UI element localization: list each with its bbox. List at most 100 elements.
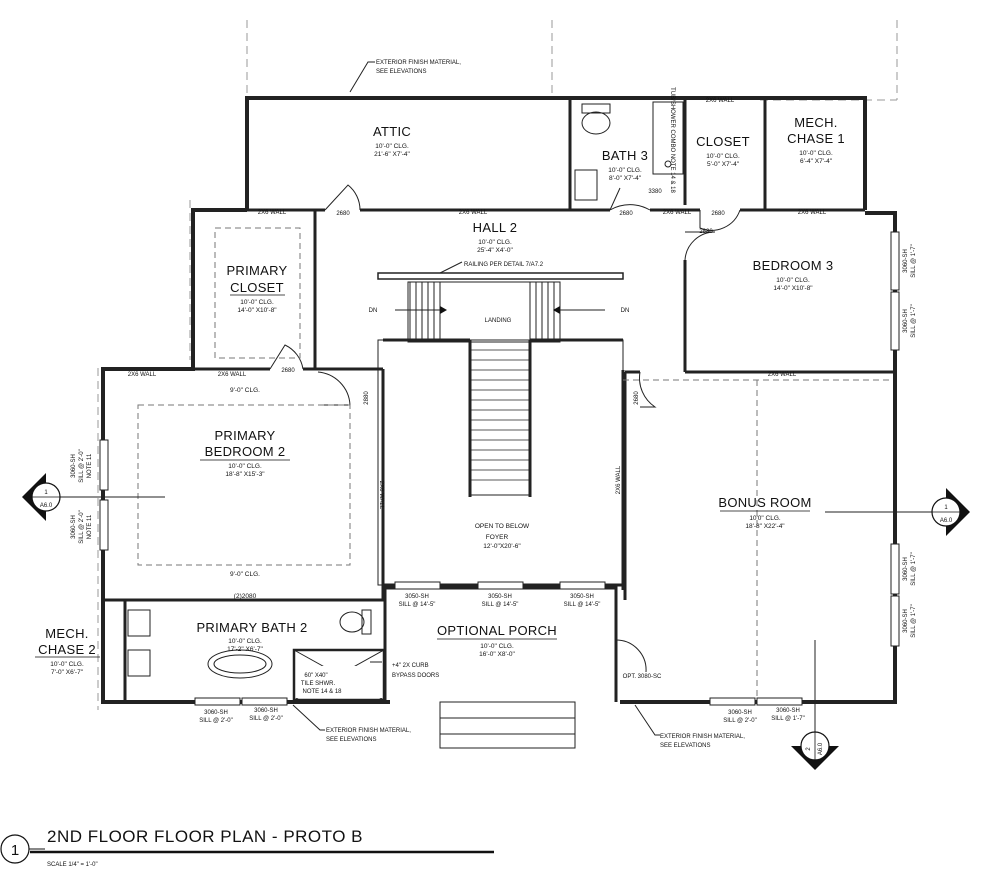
- room-ceiling: 10'-0" CLG.: [240, 299, 274, 306]
- room-foyer: OPEN TO BELOW FOYER 12'-0"X20'-6": [475, 523, 530, 550]
- bypass-doors-note: BYPASS DOORS: [392, 673, 439, 679]
- window-sill: SILL @ 2'-0": [723, 718, 757, 724]
- room-size: 18'-8" X15'-3": [225, 471, 265, 478]
- wall-label: 2X6 WALL: [128, 372, 157, 378]
- drawing-number: 1: [11, 842, 19, 859]
- exterior-note-line2: SEE ELEVATIONS: [660, 743, 710, 749]
- wall-labels: 2X6 WALL 2X6 WALL 2X6 WALL 2X6 WALL 2X6 …: [128, 98, 827, 510]
- exterior-note-line1: EXTERIOR FINISH MATERIAL,: [326, 728, 411, 734]
- section-marker-bottom: 2 A6.0: [791, 731, 839, 770]
- wall-label: 2X6 WALL: [218, 372, 247, 378]
- room-ceiling: 10'-0" CLG.: [228, 638, 262, 645]
- window-sill: SILL @ 1'-7": [911, 552, 917, 586]
- ceiling-lines: [137, 227, 890, 700]
- room-size: 7'-0" X6'-7": [51, 669, 84, 676]
- room-name: PRIMARY BATH 2: [196, 620, 307, 635]
- section-1-right-ref: A6.0: [940, 518, 953, 524]
- room-mech-chase-1: MECH. CHASE 1 10'-0" CLG. 6'-4" X7'-4": [787, 115, 845, 165]
- room-ceiling: 10'-0" CLG.: [228, 463, 262, 470]
- room-name-line1: MECH.: [794, 115, 837, 130]
- window-note: NOTE 11: [87, 514, 93, 539]
- shower-size: 60" X40": [304, 673, 327, 679]
- exterior-notes: EXTERIOR FINISH MATERIAL, SEE ELEVATIONS…: [326, 60, 745, 749]
- room-name: FOYER: [486, 534, 509, 541]
- room-size: 14'-0" X10'-8": [237, 307, 277, 314]
- door-tags: 2680 2680 2680 2880 3380 2680 2880 2680: [281, 189, 725, 405]
- window-sill: SILL @ 14'-5": [564, 602, 601, 608]
- shower-labels: TUB/SHOWER COMBO NOTE 14 & 18 60" X40" T…: [301, 87, 675, 695]
- room-name: OPTIONAL PORCH: [437, 623, 557, 638]
- window-tag: 3060-SH: [71, 515, 77, 539]
- window-tag: 3060-SH: [204, 710, 228, 716]
- shower-type: TILE SHWR.: [301, 681, 336, 687]
- room-name: BONUS ROOM: [718, 495, 811, 510]
- stairs: [377, 272, 624, 497]
- stair-labels: DN DN LANDING RAILING PER DETAIL 7/A7.2: [369, 262, 630, 324]
- porch-steps: [439, 701, 576, 749]
- wall-label: 2X6 WALL: [378, 481, 384, 510]
- room-ceiling-top: 9'-0" CLG.: [230, 387, 260, 394]
- room-ceiling: 10'0" CLG.: [749, 515, 781, 522]
- drawing-scale: SCALE 1/4" = 1'-0": [47, 862, 98, 868]
- window-tag: 3060-SH: [903, 309, 909, 333]
- wall-label: 2X6 WALL: [616, 465, 622, 494]
- landing-label: LANDING: [485, 318, 512, 324]
- room-name: ATTIC: [373, 124, 411, 139]
- window-sill: SILL @ 14'-5": [399, 602, 436, 608]
- room-name: BATH 3: [602, 148, 648, 163]
- door-tag: 2680: [711, 211, 725, 217]
- section-1-left-ref: A6.0: [40, 503, 53, 509]
- room-ceiling: 10'-0" CLG.: [478, 239, 512, 246]
- room-hall-2: HALL 2 10'-0" CLG. 25'-4" X4'-0": [473, 220, 518, 254]
- leader-lines: [292, 61, 660, 736]
- wall-label: 2X6 WALL: [706, 98, 735, 104]
- room-bonus-room: BONUS ROOM 10'0" CLG. 18'-8" X22'-4": [718, 495, 811, 530]
- door-tag: 2680: [281, 368, 295, 374]
- exterior-note-line2: SEE ELEVATIONS: [326, 737, 376, 743]
- window-note: NOTE 11: [87, 453, 93, 478]
- door-count-label: (2)2080: [234, 593, 257, 600]
- window-sill: SILL @ 2'-0": [79, 510, 85, 544]
- window-tag: 3060-SH: [903, 609, 909, 633]
- exterior-note-line1: EXTERIOR FINISH MATERIAL,: [660, 734, 745, 740]
- wall-label: 2X6 WALL: [663, 210, 692, 216]
- door-tag: 2680: [634, 391, 640, 405]
- section-marker-left: 1 A6.0: [22, 473, 61, 521]
- exterior-note-line2: SEE ELEVATIONS: [376, 69, 426, 75]
- room-primary-bath-2: (2)2080 PRIMARY BATH 2 10'-0" CLG. 17'-2…: [196, 593, 307, 653]
- fixtures: [127, 101, 684, 702]
- room-ceiling-bottom: 9'-0" CLG.: [230, 571, 260, 578]
- window-tag: 3060-SH: [776, 708, 800, 714]
- window-sill: SILL @ 2'-0": [199, 718, 233, 724]
- window-tag: 3050-SH: [405, 594, 429, 600]
- window-sill: SILL @ 1'-7": [911, 604, 917, 638]
- room-optional-porch: OPTIONAL PORCH 10'-0" CLG. 16'-0" X8'-0": [437, 623, 557, 658]
- window-tag: 3060-SH: [728, 710, 752, 716]
- room-name-line1: MECH.: [45, 626, 88, 641]
- room-mech-chase-2: MECH. CHASE 2 10'-0" CLG. 7'-0" X6'-7": [35, 626, 100, 676]
- room-ceiling: 10'-0" CLG.: [608, 167, 642, 174]
- wall-label: 2X6 WALL: [459, 210, 488, 216]
- room-ceiling: 10'-0" CLG.: [799, 150, 833, 157]
- railing-note: RAILING PER DETAIL 7/A7.2: [464, 262, 544, 268]
- room-size: 25'-4" X4'-0": [477, 247, 513, 254]
- room-size: 6'-4" X7'-4": [800, 158, 833, 165]
- wall-label: 2X6 WALL: [768, 372, 797, 378]
- window-sill: SILL @ 1'-7": [911, 304, 917, 338]
- section-marker-right: 1 A6.0: [931, 488, 970, 536]
- door-tag: 2880: [364, 391, 370, 405]
- room-ceiling: 10'-0" CLG.: [375, 143, 409, 150]
- window-tag: 3050-SH: [570, 594, 594, 600]
- room-name-line2: CHASE 1: [787, 131, 845, 146]
- exterior-note-line1: EXTERIOR FINISH MATERIAL,: [376, 60, 461, 66]
- window-tag: 3060-SH: [254, 708, 278, 714]
- room-ceiling: 10'-0" CLG.: [480, 643, 514, 650]
- room-name: HALL 2: [473, 220, 518, 235]
- curb-note: +4" 2X CURB: [392, 663, 429, 669]
- wall-label: 2X6 WALL: [798, 210, 827, 216]
- down-label-right: DN: [621, 308, 630, 314]
- window-tag: 3060-SH: [903, 557, 909, 581]
- room-name-line1: PRIMARY: [214, 428, 275, 443]
- room-name-line1: PRIMARY: [226, 263, 287, 278]
